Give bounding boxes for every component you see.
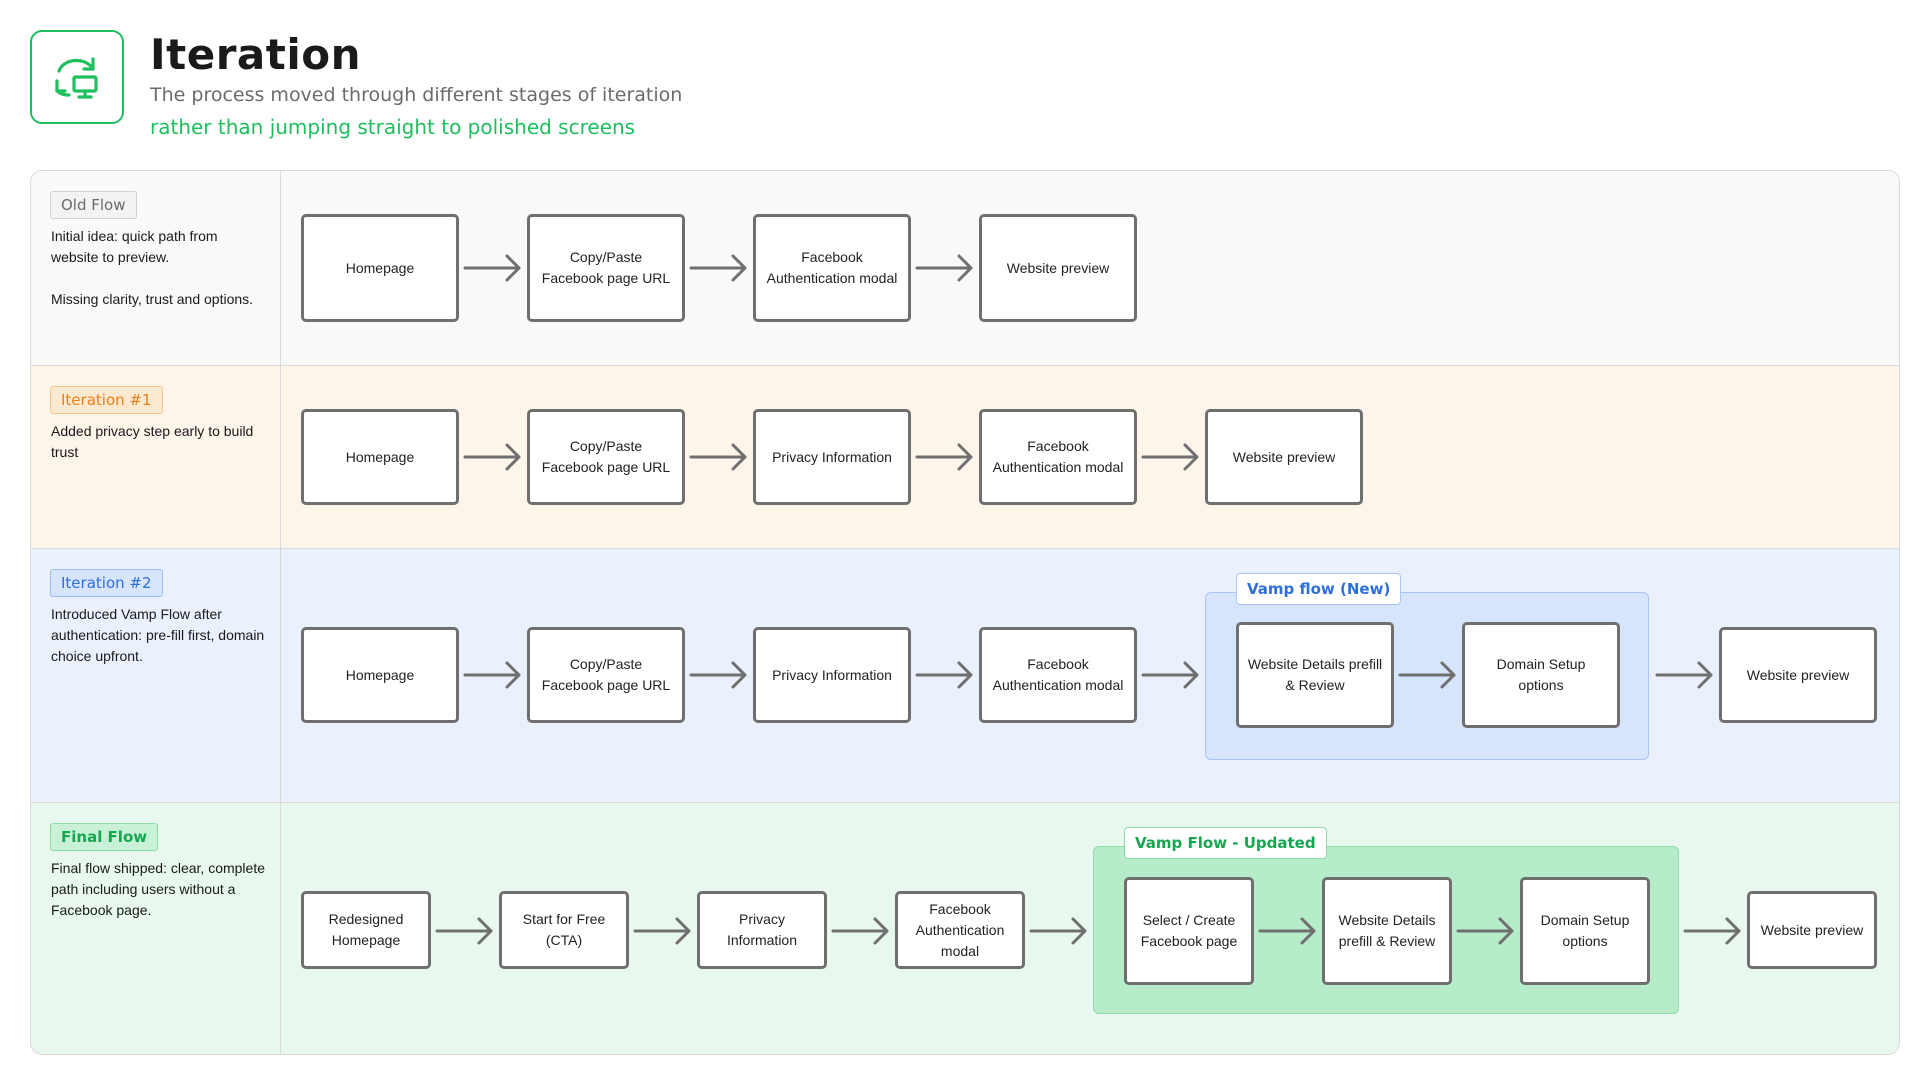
flow-step[interactable]: Website preview — [979, 214, 1137, 322]
arrow-icon — [1655, 661, 1713, 689]
arrow-icon — [689, 661, 747, 689]
row-tag: Old Flow — [50, 191, 137, 219]
row-label-column: Old Flow Initial idea: quick path from w… — [31, 171, 281, 365]
row-label-column: Final Flow Final flow shipped: clear, co… — [31, 803, 281, 1054]
flow-arrows — [463, 254, 973, 282]
arrow-icon — [915, 254, 973, 282]
refresh-screen-icon — [30, 30, 124, 124]
arrow-icon — [463, 254, 521, 282]
flow-step[interactable]: Domain Setup options — [1462, 622, 1620, 728]
row-description: Initial idea: quick path from website to… — [51, 228, 254, 307]
arrow-icon — [463, 661, 521, 689]
flow-step[interactable]: Privacy Information — [697, 891, 827, 969]
flow-step[interactable]: Homepage — [301, 627, 459, 723]
arrow-icon — [1141, 661, 1199, 689]
row-iteration-1: Iteration #1 Added privacy step early to… — [31, 365, 1899, 549]
flow-step[interactable]: Copy/Paste Facebook page URL — [527, 214, 685, 322]
page-subtitle: The process moved through different stag… — [150, 84, 683, 106]
row-iteration-2: Iteration #2 Introduced Vamp Flow after … — [31, 548, 1899, 803]
arrow-icon — [1398, 661, 1456, 689]
flow-step[interactable]: Website preview — [1719, 627, 1877, 723]
arrow-icon — [915, 443, 973, 471]
arrow-icon — [689, 254, 747, 282]
row-tag: Iteration #1 — [50, 386, 163, 414]
row-old-flow: Old Flow Initial idea: quick path from w… — [31, 171, 1899, 365]
arrow-icon — [1141, 443, 1199, 471]
arrow-icon — [463, 443, 521, 471]
row-label-column: Iteration #2 Introduced Vamp Flow after … — [31, 549, 281, 803]
flow-step[interactable]: Domain Setup options — [1520, 877, 1650, 985]
flow-step[interactable]: Homepage — [301, 409, 459, 505]
flow-step[interactable]: Privacy Information — [753, 409, 911, 505]
row-description: Added privacy step early to build trust — [51, 423, 254, 460]
flow-step[interactable]: Redesigned Homepage — [301, 891, 431, 969]
flow-step[interactable]: Copy/Paste Facebook page URL — [527, 409, 685, 505]
flow-step[interactable]: Facebook Authentication modal — [979, 627, 1137, 723]
row-tag: Final Flow — [50, 823, 159, 851]
arrow-icon — [831, 917, 889, 945]
arrow-icon — [633, 917, 691, 945]
page-subtitle-highlight: rather than jumping straight to polished… — [150, 115, 636, 139]
arrow-icon — [915, 661, 973, 689]
flow-arrows — [463, 443, 1199, 471]
flow-step[interactable]: Website preview — [1747, 891, 1877, 969]
row-description: Final flow shipped: clear, complete path… — [51, 860, 265, 918]
flow-arrows — [435, 917, 1741, 945]
group-label: Vamp flow (New) — [1236, 573, 1402, 605]
flow-step[interactable]: Select / Create Facebook page — [1124, 877, 1254, 985]
flow-step[interactable]: Homepage — [301, 214, 459, 322]
flow-step[interactable]: Website preview — [1205, 409, 1363, 505]
arrow-icon — [1258, 917, 1316, 945]
row-tag: Iteration #2 — [50, 569, 163, 597]
row-label-column: Iteration #1 Added privacy step early to… — [31, 366, 281, 549]
arrow-icon — [1029, 917, 1087, 945]
flow-step[interactable]: Copy/Paste Facebook page URL — [527, 627, 685, 723]
arrow-icon — [1683, 917, 1741, 945]
page-title: Iteration — [150, 30, 361, 79]
group-label: Vamp Flow - Updated — [1124, 827, 1327, 859]
flow-step[interactable]: Facebook Authentication modal — [895, 891, 1025, 969]
arrow-icon — [1456, 917, 1514, 945]
flow-step[interactable]: Start for Free (CTA) — [499, 891, 629, 969]
flow-board: Old Flow Initial idea: quick path from w… — [30, 170, 1900, 1055]
row-final-flow: Final Flow Final flow shipped: clear, co… — [31, 802, 1899, 1054]
arrow-icon — [435, 917, 493, 945]
flow-arrows — [463, 661, 1713, 689]
row-description: Introduced Vamp Flow after authenticatio… — [51, 606, 265, 664]
flow-step[interactable]: Facebook Authentication modal — [979, 409, 1137, 505]
flow-step[interactable]: Privacy Information — [753, 627, 911, 723]
flow-step[interactable]: Facebook Authentication modal — [753, 214, 911, 322]
flow-step[interactable]: Website Details prefill & Review — [1236, 622, 1394, 728]
flow-step[interactable]: Website Details prefill & Review — [1322, 877, 1452, 985]
arrow-icon — [689, 443, 747, 471]
